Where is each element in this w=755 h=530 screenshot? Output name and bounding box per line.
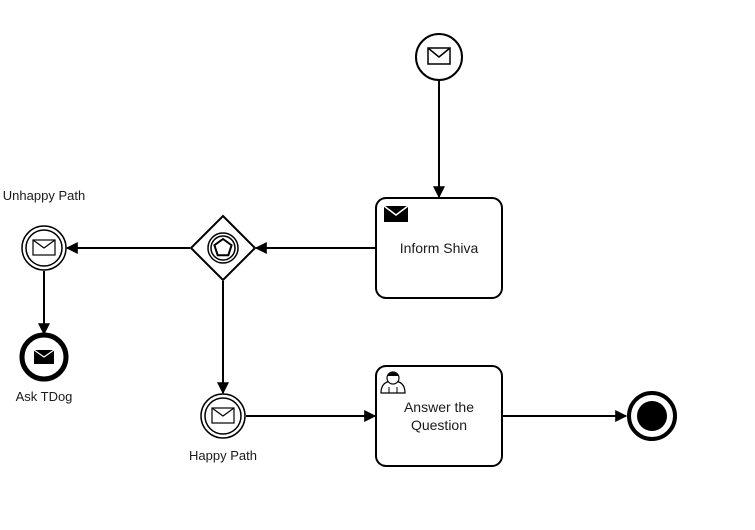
ask-tdog-label: Ask TDog (16, 389, 73, 404)
task-inform-shiva[interactable]: Inform Shiva (375, 197, 503, 299)
intermediate-event-unhappy-path[interactable] (21, 225, 67, 271)
event-based-gateway[interactable] (189, 214, 257, 282)
terminate-end-event[interactable] (627, 391, 677, 441)
task-label-line2: Question (411, 417, 467, 433)
happy-path-label: Happy Path (189, 448, 257, 463)
envelope-icon (427, 47, 451, 65)
task-label-line1: Answer the (404, 399, 474, 415)
pentagon-icon (213, 237, 233, 257)
end-event-ask-tdog[interactable] (19, 332, 69, 382)
intermediate-event-happy-path[interactable] (200, 393, 246, 439)
envelope-icon (211, 407, 235, 424)
user-icon (380, 371, 406, 394)
envelope-icon (33, 349, 55, 364)
envelope-icon (32, 239, 56, 256)
sequence-flows (38, 81, 628, 422)
task-label: Inform Shiva (400, 240, 479, 256)
unhappy-path-label: Unhappy Path (3, 188, 85, 203)
start-event[interactable] (415, 33, 463, 81)
task-answer-question[interactable]: Answer the Question (375, 365, 503, 467)
send-envelope-icon (383, 205, 409, 222)
